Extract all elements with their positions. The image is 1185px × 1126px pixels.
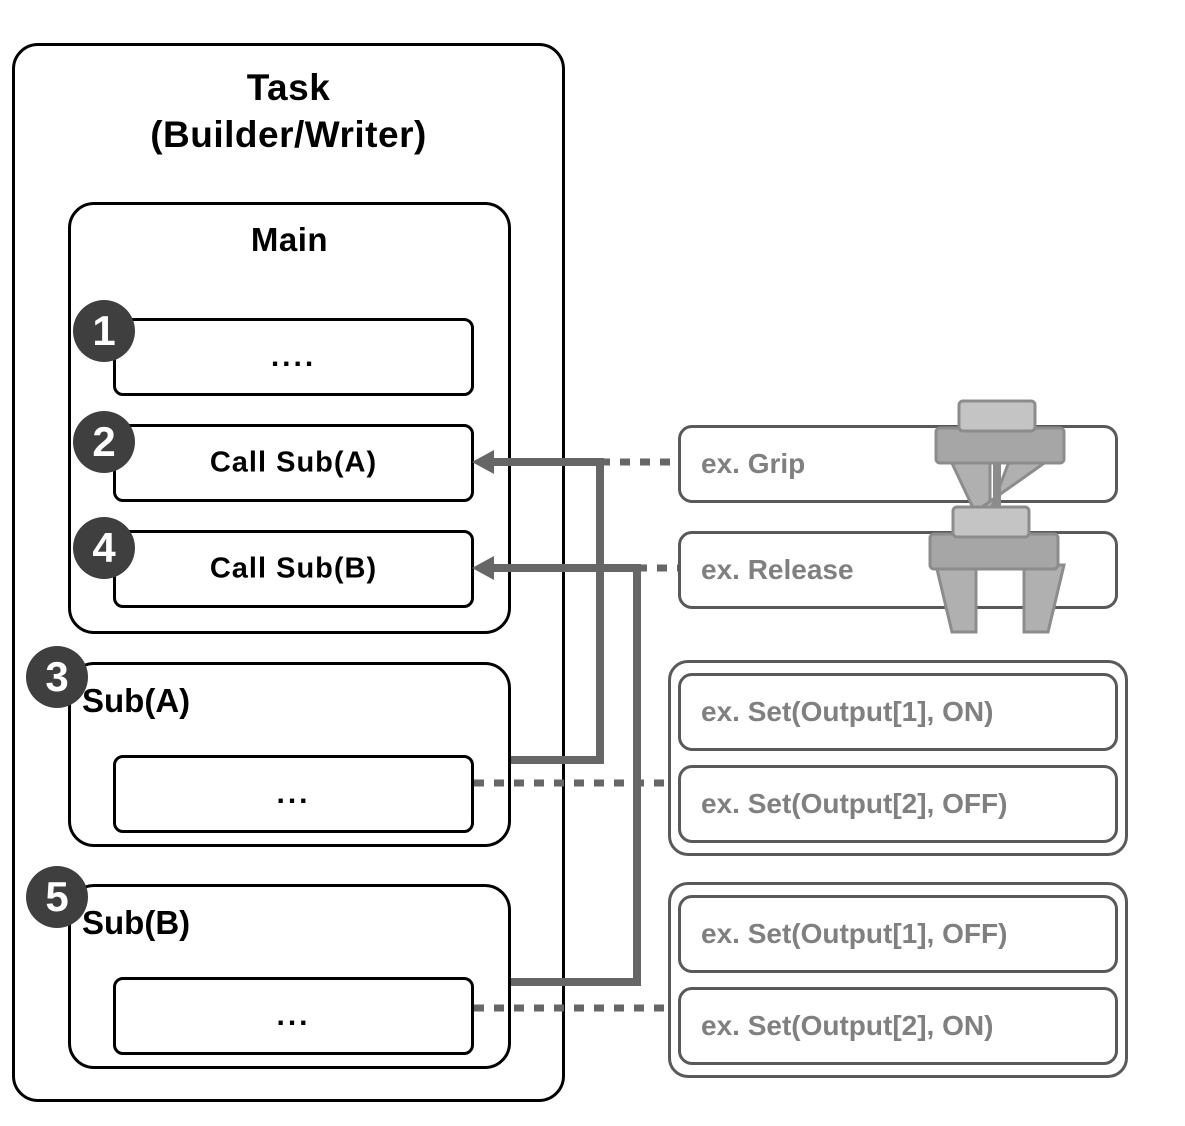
example-group-a-item-2[interactable]: ex. Set(Output[2], OFF) [678,765,1118,843]
example-action-release[interactable]: ex. Release [678,531,1118,609]
main-step-slot-3[interactable]: Call Sub(B) [113,530,474,608]
sub-b-title: Sub(B) [82,904,191,941]
step-badge-4: 4 [73,517,135,579]
sub-a-title: Sub(A) [82,682,191,719]
step-badge-1: 1 [73,300,135,362]
main-title: Main [250,221,329,258]
main-step-slot-1[interactable]: .... [113,318,474,396]
example-action-grip[interactable]: ex. Grip [678,425,1118,503]
step-badge-2: 2 [73,411,135,473]
sub-b-body-slot[interactable]: ... [113,977,474,1055]
step-badge-3: 3 [26,646,88,708]
example-group-b-item-1[interactable]: ex. Set(Output[1], OFF) [678,895,1118,973]
main-step-1-label: .... [270,340,317,373]
example-group-a-item-1-label: ex. Set(Output[1], ON) [701,696,994,727]
example-group-b-item-1-label: ex. Set(Output[1], OFF) [701,918,1008,949]
example-group-a-item-1[interactable]: ex. Set(Output[1], ON) [678,673,1118,751]
task-title-line1: Task [246,67,331,108]
sub-b-body-label: ... [276,999,311,1032]
step-badge-5: 5 [26,866,88,928]
example-group-b-item-2[interactable]: ex. Set(Output[2], ON) [678,987,1118,1065]
sub-a-body-slot[interactable]: ... [113,755,474,833]
example-group-b-item-2-label: ex. Set(Output[2], ON) [701,1010,994,1041]
example-group-a-item-2-label: ex. Set(Output[2], OFF) [701,788,1008,819]
main-step-2-label: Call Sub(A) [209,446,378,479]
task-title-block: Task (Builder/Writer) [12,64,565,158]
sub-a-body-label: ... [276,777,311,810]
task-title-line2: (Builder/Writer) [150,114,427,155]
main-step-slot-2[interactable]: Call Sub(A) [113,424,474,502]
main-step-3-label: Call Sub(B) [209,552,378,585]
example-action-release-label: ex. Release [701,554,854,585]
example-action-grip-label: ex. Grip [701,448,806,479]
